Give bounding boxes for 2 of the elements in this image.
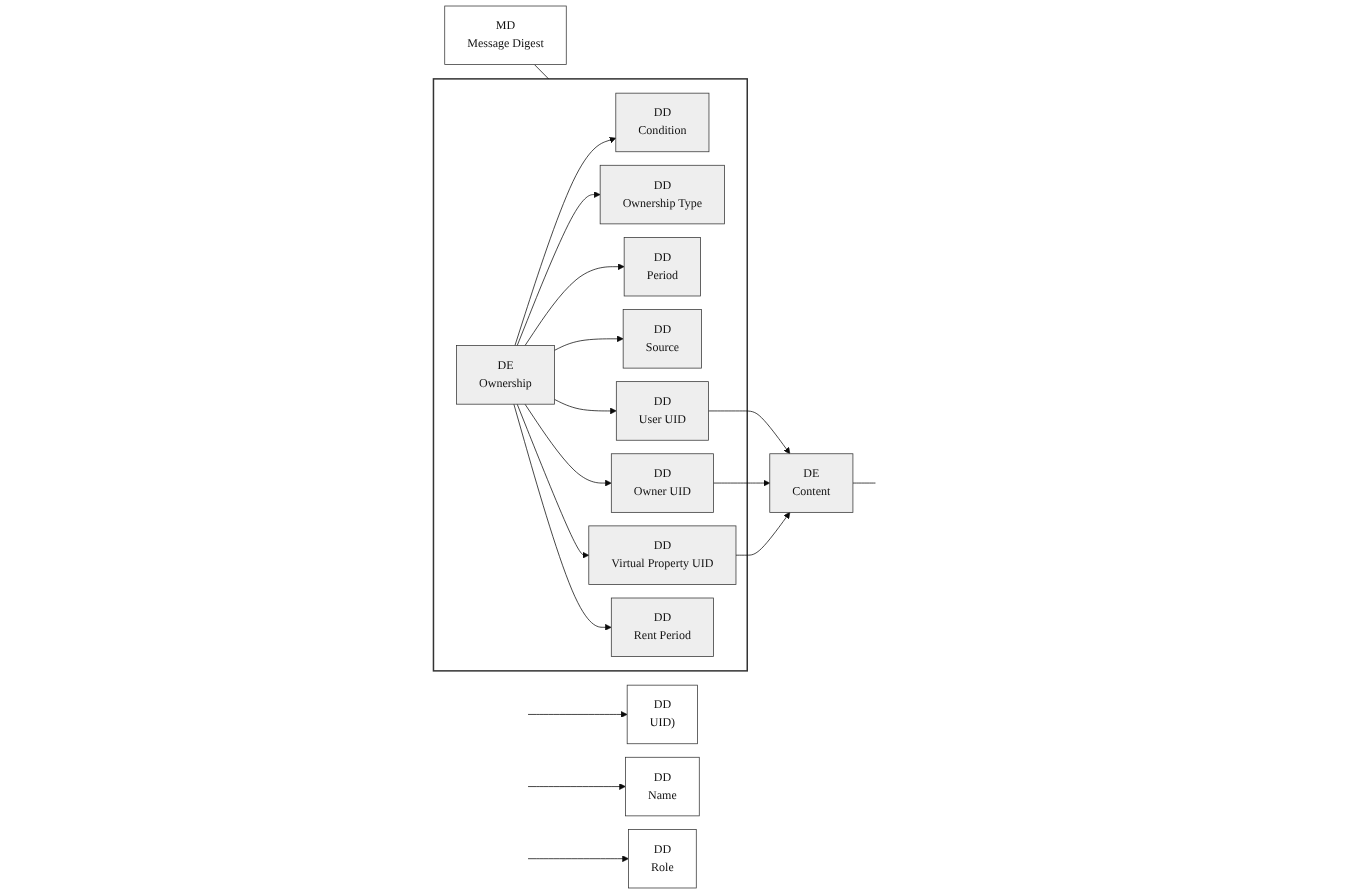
connector — [534, 64, 549, 80]
cluster — [432, 78, 748, 672]
